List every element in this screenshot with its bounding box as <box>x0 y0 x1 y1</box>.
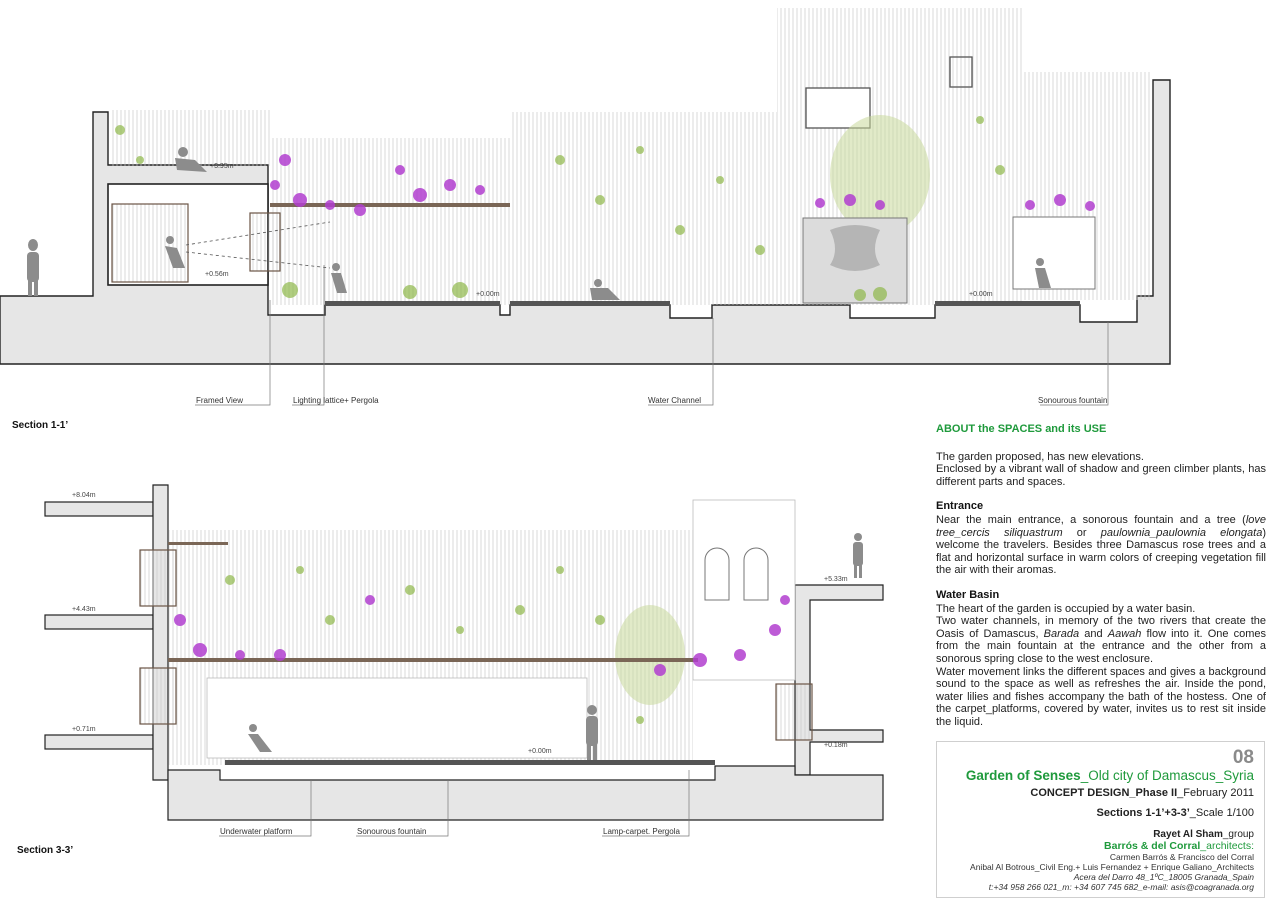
architects-line: Barrós & del Corral_architects: <box>1104 840 1254 852</box>
level-marker: +0.18m <box>824 742 848 749</box>
credits-line: Anibal Al Botrous_Civil Eng.+ Luis Ferna… <box>970 862 1254 872</box>
level-marker: +0.00m <box>969 291 993 298</box>
section-3-title: Section 3-3’ <box>17 845 74 856</box>
address-line: Acera del Darro 48_1ºC_18005 Granada_Spa… <box>1073 872 1254 882</box>
callout-leaders <box>195 265 1109 406</box>
phase-line: CONCEPT DESIGN_Phase II_February 2011 <box>1030 787 1254 799</box>
carpet-platform-2 <box>510 301 670 306</box>
level-marker: +8.04m <box>72 492 96 499</box>
level-marker: +0.00m <box>528 748 552 755</box>
callout-leaders <box>219 770 690 837</box>
credits-line: Carmen Barrós & Francisco del Corral <box>1109 852 1254 862</box>
project-title: Garden of Senses_Old city of Damascus_Sy… <box>965 768 1254 783</box>
level-marker: +3.95m <box>210 163 234 170</box>
entrance-heading: Entrance <box>936 500 984 513</box>
callout-sonourous-fountain: Sonourous fountain <box>1038 396 1107 405</box>
ground-section <box>167 765 884 821</box>
left-wall <box>152 484 169 781</box>
callout-lighting-lattice: Lighting lattice+ Pergola <box>293 396 379 405</box>
tower-window-small <box>949 56 973 88</box>
water-basin-line: The heart of the garden is occupied by a… <box>936 602 1196 615</box>
people-figures <box>248 533 863 760</box>
slab-level-8 <box>44 501 154 517</box>
callout-lamp-carpet-pergola: Lamp-carpet. Pergola <box>603 827 680 836</box>
slab-level-0 <box>44 734 154 750</box>
lamp-carpet-pergola <box>168 658 698 662</box>
level-marker: +0.71m <box>72 726 96 733</box>
arched-window <box>704 547 730 601</box>
entrance-paragraph: Near the main entrance, a sonorous fount… <box>936 513 1266 577</box>
pergola-beam <box>270 203 510 207</box>
lattice-wall-a <box>270 138 510 305</box>
callout-water-channel: Water Channel <box>648 396 701 405</box>
sections-line: Sections 1-1’+3-3’_Scale 1/100 <box>1096 807 1254 819</box>
tree-canopy <box>830 115 930 235</box>
water-basin-heading: Water Basin <box>936 588 1000 601</box>
carpet-platform-3 <box>935 301 1080 306</box>
balcony-screen <box>139 667 177 725</box>
callout-framed-view: Framed View <box>196 396 243 405</box>
green-climbers <box>115 116 1005 301</box>
about-intro-line: The garden proposed, has new elevations. <box>936 450 1144 463</box>
section-3-drawing: +8.04m +4.43m +0.71m +5.33m +0.18m +0.00… <box>44 484 884 837</box>
level-marker: +0.56m <box>205 271 229 278</box>
balcony-screen <box>139 549 177 607</box>
lattice-upper-left <box>110 110 270 166</box>
fountain-niche <box>1012 216 1096 290</box>
green-climbers <box>225 566 644 724</box>
section-1-drawing: +3.95m +0.56m +0.00m +0.00m Framed View … <box>0 8 1171 406</box>
pergola-upper <box>168 542 228 545</box>
callout-underwater-platform: Underwater platform <box>220 827 293 836</box>
bougainvillea <box>270 154 1095 216</box>
sight-line <box>185 221 331 246</box>
underwater-platform <box>225 760 715 765</box>
level-marker: +0.00m <box>476 291 500 298</box>
group-line: Rayet Al Sham_group <box>1153 829 1254 840</box>
people-figures <box>27 147 1051 300</box>
slab-level-4 <box>44 614 154 630</box>
sight-line-lower <box>185 251 331 269</box>
about-heading: ABOUT the SPACES and its USE <box>936 423 1107 435</box>
about-panel: ABOUT the SPACES and its USE The garden … <box>936 423 1266 728</box>
bougainvillea <box>174 595 790 676</box>
lattice-screen <box>111 203 189 283</box>
callout-sonourous-fountain: Sonourous fountain <box>357 827 426 836</box>
carpet-platform-1 <box>325 301 500 306</box>
water-basin-paragraph: Water movement links the different space… <box>936 665 1266 728</box>
about-intro-line: Enclosed by a vibrant wall of shadow and… <box>936 463 1266 488</box>
title-plate: 08 Garden of Senses_Old city of Damascus… <box>936 741 1265 898</box>
section-1-title: Section 1-1’ <box>12 420 69 431</box>
arched-window <box>743 547 769 601</box>
balcony-screen <box>775 683 813 741</box>
lattice-wall-b <box>512 112 777 305</box>
water-basin-blocks <box>206 677 588 759</box>
contact-line: t:+34 958 266 021_m: +34 607 745 682_e-m… <box>988 882 1254 892</box>
tree-canopy <box>615 605 685 705</box>
damascene-ornament <box>830 225 880 271</box>
level-marker: +4.43m <box>72 606 96 613</box>
water-basin-paragraph: Two water channels, in memory of the two… <box>936 615 1266 665</box>
balcony-screen <box>249 212 281 272</box>
sheet-number: 08 <box>1232 747 1254 768</box>
level-marker: +5.33m <box>824 576 848 583</box>
